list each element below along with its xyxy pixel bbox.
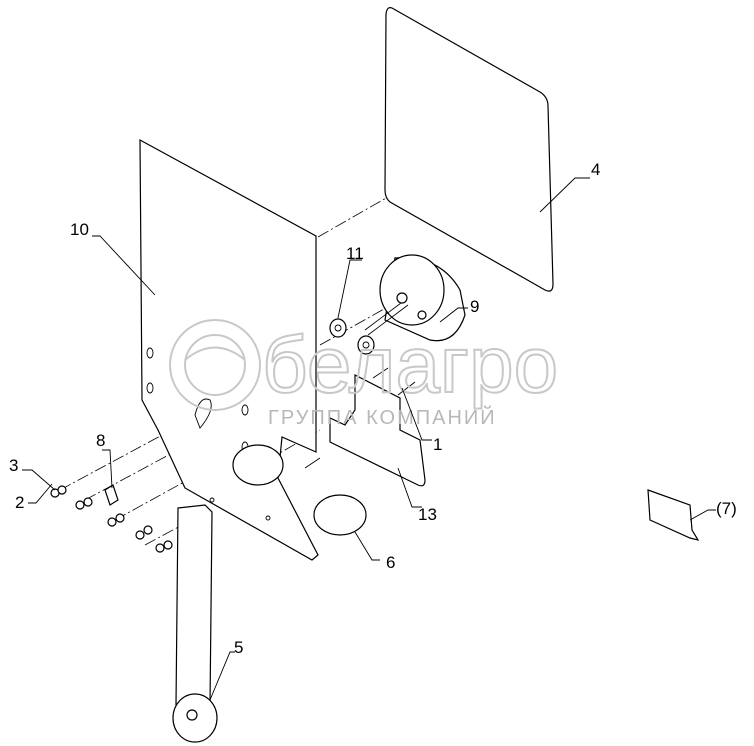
- callout-13: 13: [418, 505, 437, 524]
- callout-2: 2: [15, 493, 24, 512]
- callout-8: 8: [96, 431, 105, 450]
- callout-9: 9: [470, 297, 479, 316]
- callout-10: 10: [70, 220, 89, 239]
- callout-3: 3: [9, 456, 18, 475]
- part-1-screws: [304, 367, 416, 469]
- washers-nuts: [50, 485, 173, 553]
- part-9-gauge: [364, 254, 466, 342]
- part-6-disc: [313, 494, 367, 536]
- watermark-brand: белагро: [262, 320, 558, 409]
- callout-7: (7): [716, 499, 737, 518]
- callout-1: 1: [433, 435, 442, 454]
- part-5-arm: [172, 504, 218, 743]
- part-13-bracket: [329, 374, 426, 487]
- part-11-spacers: [329, 318, 375, 355]
- watermark-subtitle: ГРУППА КОМПАНИЙ: [268, 405, 497, 429]
- callout-4: 4: [591, 160, 600, 179]
- part-8-clip: [104, 484, 119, 506]
- callout-5: 5: [234, 638, 243, 657]
- leader-lines: [22, 177, 716, 701]
- part-7-bracket: [647, 489, 700, 541]
- part-4-panel: [384, 7, 554, 292]
- callout-11: 11: [346, 244, 364, 263]
- part-6-disc-back: [232, 444, 284, 486]
- callout-6: 6: [386, 553, 395, 572]
- watermark-logo: белагро ГРУППА КОМПАНИЙ: [169, 319, 559, 429]
